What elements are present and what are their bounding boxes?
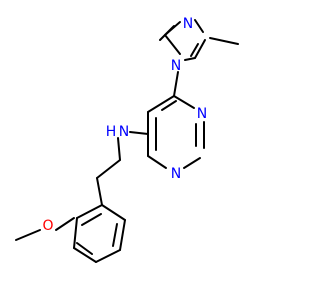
atom-o-methoxy: O [42, 218, 53, 234]
bond [159, 25, 175, 41]
bond [194, 19, 204, 33]
bond [81, 213, 102, 226]
bond [101, 204, 126, 221]
bond [95, 249, 121, 263]
bond [76, 204, 103, 219]
bond [73, 217, 78, 249]
bonds [15, 19, 239, 263]
bond [161, 100, 177, 111]
atom-labels: N N N N N H O [42, 16, 207, 234]
bond [73, 247, 97, 263]
bond [194, 39, 206, 59]
bond [96, 159, 121, 179]
bond [190, 43, 199, 57]
bond [96, 177, 103, 206]
bond [117, 137, 121, 161]
molecule-structure: N N N N N H O [15, 16, 239, 263]
atom-n-imidazole-ring: N [171, 58, 181, 74]
bond [15, 229, 41, 241]
atom-n-pyrimidine-lower: N [171, 166, 181, 182]
atom-n-amine: N [119, 124, 129, 140]
bond [112, 223, 118, 247]
atom-n-pyrimidine-right: N [197, 106, 207, 122]
bond [183, 157, 201, 169]
bond [55, 217, 75, 231]
bond [147, 95, 175, 113]
bond [147, 155, 167, 169]
atom-n-imidazole-top: N [183, 16, 193, 32]
bond [119, 219, 126, 251]
bond [76, 242, 93, 255]
bond [184, 57, 196, 61]
bond [209, 37, 239, 45]
bond [173, 95, 195, 109]
atom-h-amine: H [106, 124, 117, 140]
bond [173, 71, 179, 97]
bond [129, 131, 149, 135]
bond [164, 34, 181, 55]
molecule-diagram: N N N N N H O [15, 16, 239, 263]
